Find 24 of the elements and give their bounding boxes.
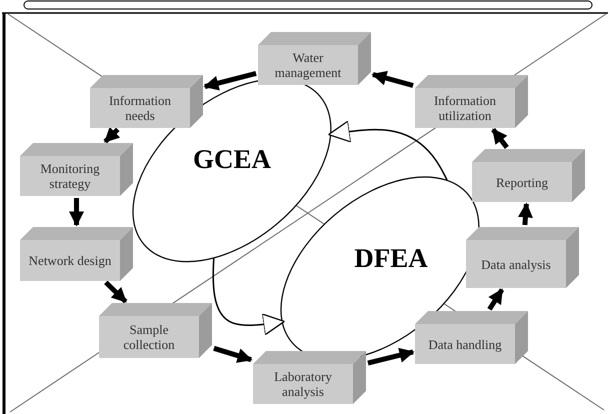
arrow bbox=[518, 202, 533, 226]
arrow bbox=[487, 288, 504, 311]
ellipse-label: GCEA bbox=[192, 152, 271, 168]
step-label: Information utilization bbox=[432, 93, 498, 123]
curved-arrow bbox=[212, 258, 286, 336]
ellipse-label: DFEA bbox=[354, 251, 428, 266]
step-label: Reporting bbox=[496, 174, 548, 190]
arrow bbox=[371, 70, 414, 88]
step-label: Sample collection bbox=[122, 322, 176, 352]
step-label: Data handling bbox=[428, 336, 502, 352]
arrow bbox=[103, 126, 120, 144]
step-label: Network design bbox=[28, 253, 112, 268]
arrow bbox=[491, 128, 509, 149]
arrow bbox=[203, 71, 257, 90]
step-label: Monitoring strategy bbox=[39, 161, 101, 191]
step-label: Water management bbox=[274, 50, 342, 80]
arrow bbox=[104, 280, 128, 304]
step-label: Data analysis bbox=[481, 256, 551, 272]
step-label: Information needs bbox=[108, 93, 172, 123]
curved-arrow bbox=[328, 120, 448, 180]
step-label: Laboratory analysis bbox=[273, 369, 333, 399]
arrow bbox=[367, 348, 415, 366]
arrow bbox=[213, 346, 253, 363]
arrow bbox=[69, 198, 84, 226]
